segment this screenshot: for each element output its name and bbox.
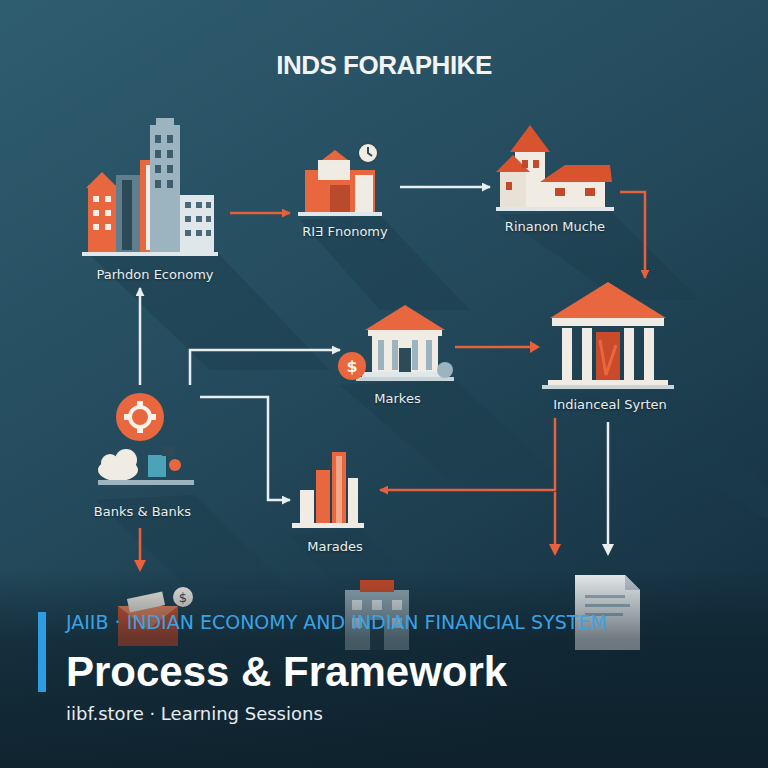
bar-chart-icon — [292, 452, 364, 528]
icon-node: Banks & Banks — [85, 385, 200, 525]
icon-node: Markes — [340, 300, 455, 412]
accent-bar — [38, 612, 46, 692]
flow-arrow — [620, 192, 645, 278]
banner-fade — [0, 570, 768, 768]
diagram-title: INDS FORAPHIKE — [0, 50, 768, 81]
city-buildings-icon — [82, 118, 218, 256]
icon-node: Marades — [290, 448, 380, 560]
icon-node: RIƎ Fnonomy — [290, 140, 400, 245]
temple-icon — [542, 282, 674, 389]
flow-arrow — [200, 397, 290, 500]
decorative-arrowhead — [530, 341, 540, 353]
banner-heading: Process & Framework — [66, 648, 507, 696]
decorative-arrow — [455, 346, 531, 349]
banking-icon — [98, 393, 194, 485]
houses-icon — [496, 125, 614, 211]
node-label: Banks & Banks — [94, 504, 191, 525]
node-label: Parhdon Economy — [96, 267, 213, 288]
icon-node: Rinanon Muche — [490, 120, 620, 240]
flow-arrow — [400, 186, 490, 189]
node-label: Marades — [307, 539, 363, 560]
node-label: Markes — [374, 391, 420, 412]
flow-arrow — [230, 212, 290, 215]
svg-text:$: $ — [346, 357, 357, 376]
bank-coin-icon: $ — [338, 305, 454, 381]
decorative-arrows — [134, 422, 614, 572]
node-label: Indiancеal Syrten — [553, 397, 667, 418]
flow-arrow — [190, 350, 340, 385]
icon-node: Parhdon Economy — [80, 118, 230, 288]
banner-text: JAIIB · INDIAN ECONOMY AND INDIAN FINANC… — [66, 611, 607, 633]
node-label: Rinanon Muche — [505, 219, 605, 240]
shop-clock-icon — [298, 143, 382, 216]
icon-node: Indiancеal Syrten — [540, 278, 680, 418]
flow-arrow — [139, 288, 142, 385]
node-label: RIƎ Fnonomy — [302, 224, 387, 245]
flow-arrow — [380, 418, 555, 490]
svg-text:$: $ — [179, 590, 187, 605]
long-shadows — [90, 210, 768, 610]
banner-text: iibf.store · Learning Sessions — [66, 703, 323, 724]
